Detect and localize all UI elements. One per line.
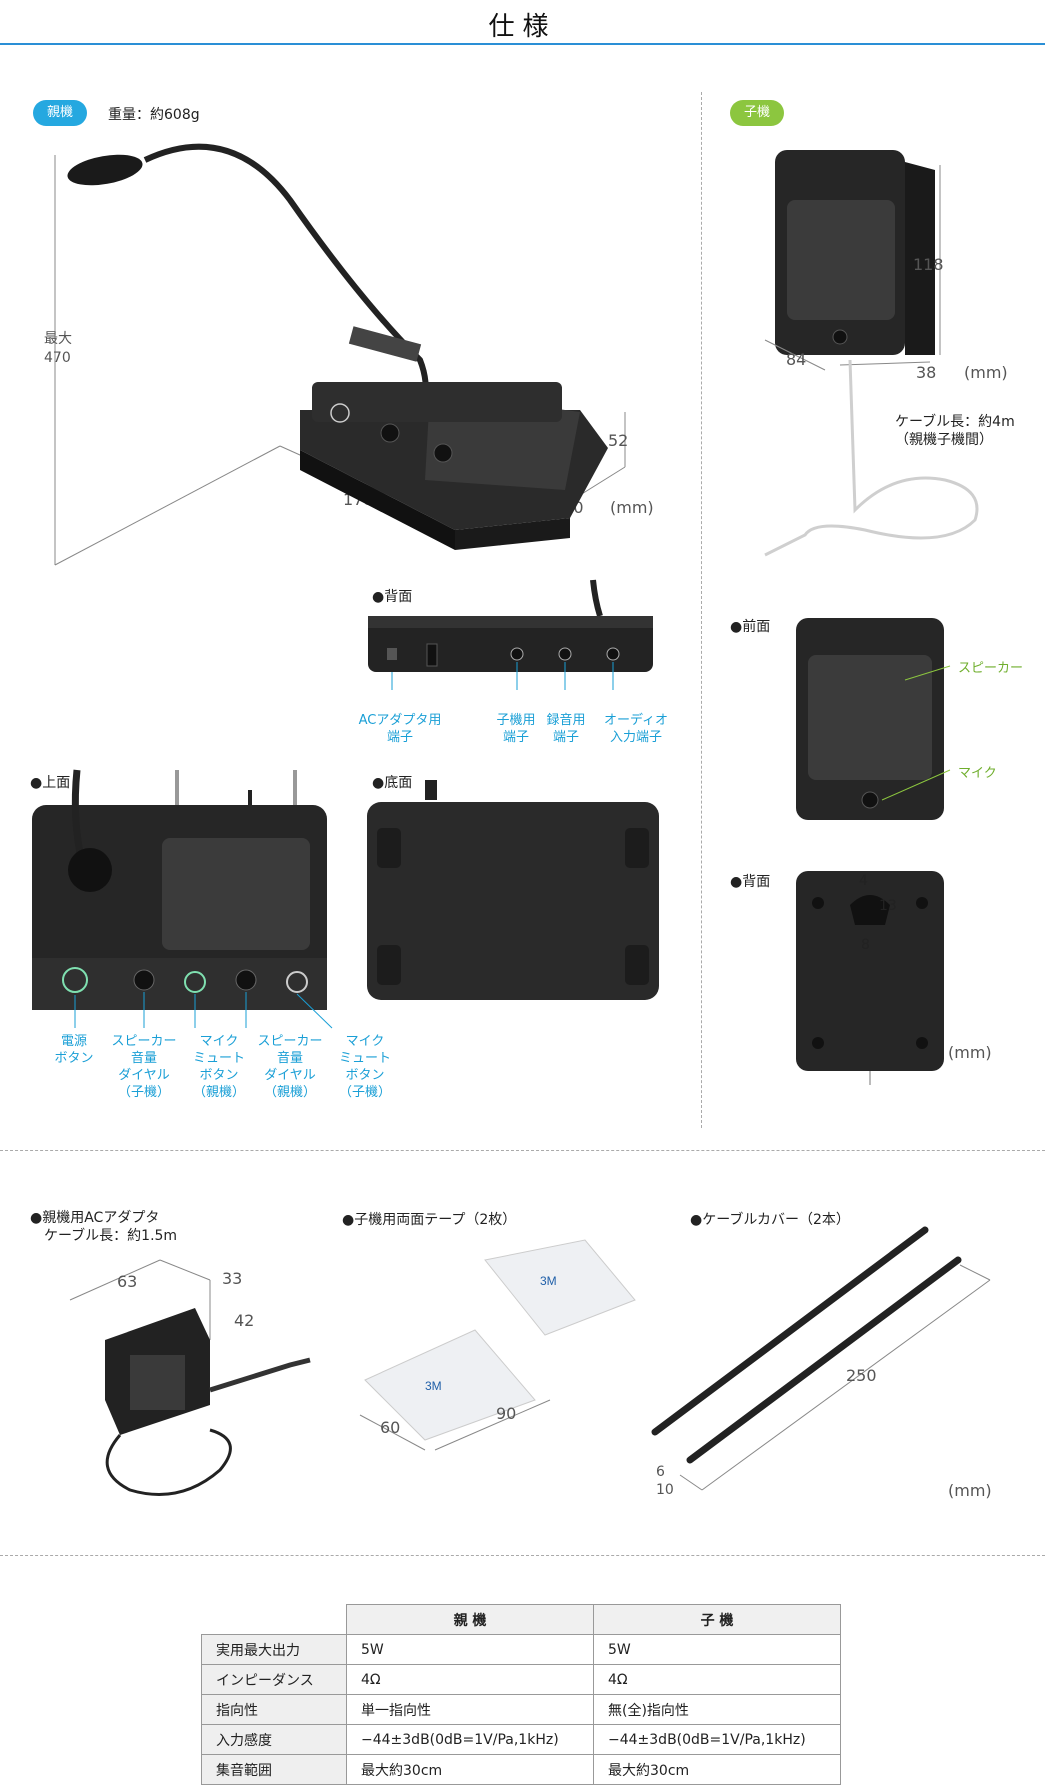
spec-cell: 単一指向性 <box>346 1694 594 1725</box>
cable-cover-dim-2: 10 <box>656 1482 674 1498</box>
spec-cell: 5W <box>346 1634 594 1665</box>
tape-title: ●子機用両面テープ（2枚） <box>342 1212 517 1228</box>
adapter-dim-3: 42 <box>234 1311 255 1330</box>
spec-table-header: 親 機 子 機 <box>201 1604 841 1635</box>
cable-cover-title: ●ケーブルカバー（2本） <box>690 1212 850 1228</box>
adapter-title: ●親機用ACアダプタ ケーブル長：約1.5m <box>30 1210 178 1244</box>
slave-back-dim-2: 13 <box>879 898 897 914</box>
master-bottom-image <box>367 780 659 1000</box>
table-row: 実用最大出力 5W 5W <box>201 1634 841 1665</box>
adapter-dim-2: 33 <box>222 1269 243 1288</box>
slave-back-dim-3: 8 <box>861 937 870 953</box>
spec-row-label: 実用最大出力 <box>201 1634 347 1665</box>
tape-dim-1: 60 <box>380 1418 401 1437</box>
slave-unit: (mm) <box>964 363 1008 382</box>
master-weight: 重量：約608g <box>108 107 200 123</box>
cable-cover-length: 250 <box>846 1366 877 1385</box>
page-title: 仕様 <box>488 12 557 42</box>
section-divider-vertical <box>701 92 702 1128</box>
table-row: 集音範囲 最大約30cm 最大約30cm <box>201 1754 841 1785</box>
spec-cell: 5W <box>593 1634 841 1665</box>
callout-slave-volume-dial: スピーカー 音量 ダイヤル （子機） <box>111 1034 177 1100</box>
spec-row-label: 指向性 <box>201 1694 347 1725</box>
spec-header-slave: 子 機 <box>593 1604 841 1635</box>
spec-row-label: 入力感度 <box>201 1724 347 1755</box>
tape-brand-2: 3M <box>425 1379 442 1393</box>
spec-header-master: 親 機 <box>346 1604 594 1635</box>
cable-cover-image <box>651 1226 991 1491</box>
slave-mic-callout: マイク <box>958 766 997 781</box>
callout-ac-adapter-port: ACアダプタ用 端子 <box>358 713 442 745</box>
callout-power-button: 電源 ボタン <box>54 1034 94 1066</box>
callout-slave-mute-button: マイク ミュート ボタン （子機） <box>338 1034 391 1100</box>
master-height-dim: 52 <box>608 431 629 450</box>
spec-cell: 最大約30cm <box>593 1754 841 1785</box>
tape-image: 3M 3M <box>359 1239 636 1451</box>
callout-audio-input-port: オーディオ 入力端子 <box>603 713 669 745</box>
callout-master-volume-dial: スピーカー 音量 ダイヤル （親機） <box>257 1034 323 1100</box>
slave-back-dim-1: 4 <box>859 873 868 889</box>
slave-cable-length: ケーブル長：約4m （親機子機間） <box>895 414 1015 448</box>
spec-cell: 4Ω <box>593 1664 841 1695</box>
section-divider-1 <box>0 1150 1045 1151</box>
spec-cell: −44±3dB(0dB=1V/Pa,1kHz) <box>593 1724 841 1755</box>
slave-front-image <box>796 618 951 820</box>
slave-unit-image <box>764 150 979 557</box>
slave-height-dim: 118 <box>913 255 944 274</box>
master-back-image <box>368 579 653 690</box>
cable-cover-dim-1: 6 <box>656 1464 665 1480</box>
title-divider <box>0 43 1045 45</box>
callout-master-mute-button: マイク ミュート ボタン （親機） <box>192 1034 245 1100</box>
slave-front-label: ●前面 <box>730 619 771 635</box>
slave-back-unit: (mm) <box>948 1043 992 1062</box>
callout-slave-port: 子機用 端子 <box>496 713 536 745</box>
master-unit-image <box>67 143 608 550</box>
tape-dim-2: 90 <box>496 1404 517 1423</box>
master-height-label: 最大 470 <box>44 331 72 366</box>
master-top-label: ●上面 <box>30 775 71 791</box>
master-top-image <box>32 769 333 1029</box>
slave-back-image <box>796 871 944 1085</box>
spec-cell: 4Ω <box>346 1664 594 1695</box>
table-row: 指向性 単一指向性 無(全)指向性 <box>201 1694 841 1725</box>
tape-brand-1: 3M <box>540 1274 557 1288</box>
callout-recording-port: 録音用 端子 <box>546 713 586 745</box>
master-unit: (mm) <box>610 498 654 517</box>
table-row: 入力感度 −44±3dB(0dB=1V/Pa,1kHz) −44±3dB(0dB… <box>201 1724 841 1755</box>
slave-badge: 子機 <box>730 100 785 126</box>
slave-depth-dim: 38 <box>916 363 937 382</box>
spec-row-label: 集音範囲 <box>201 1754 347 1785</box>
slave-width-dim: 84 <box>786 350 807 369</box>
spec-header-empty <box>201 1604 347 1635</box>
spec-row-label: インピーダンス <box>201 1664 347 1695</box>
spec-cell: −44±3dB(0dB=1V/Pa,1kHz) <box>346 1724 594 1755</box>
adapter-dim-1: 63 <box>117 1272 138 1291</box>
spec-table: 親 機 子 機 実用最大出力 5W 5W インピーダンス 4Ω 4Ω 指向性 単… <box>201 1604 841 1785</box>
slave-back-label: ●背面 <box>730 874 771 890</box>
master-back-label: ●背面 <box>372 589 413 605</box>
spec-cell: 無(全)指向性 <box>593 1694 841 1725</box>
table-row: インピーダンス 4Ω 4Ω <box>201 1664 841 1695</box>
adapter-image <box>69 1259 311 1496</box>
slave-speaker-callout: スピーカー <box>958 661 1024 676</box>
master-badge: 親機 <box>33 100 88 126</box>
section-divider-2 <box>0 1555 1045 1556</box>
spec-cell: 最大約30cm <box>346 1754 594 1785</box>
accessories-unit: (mm) <box>948 1481 992 1500</box>
master-bottom-label: ●底面 <box>372 775 413 791</box>
